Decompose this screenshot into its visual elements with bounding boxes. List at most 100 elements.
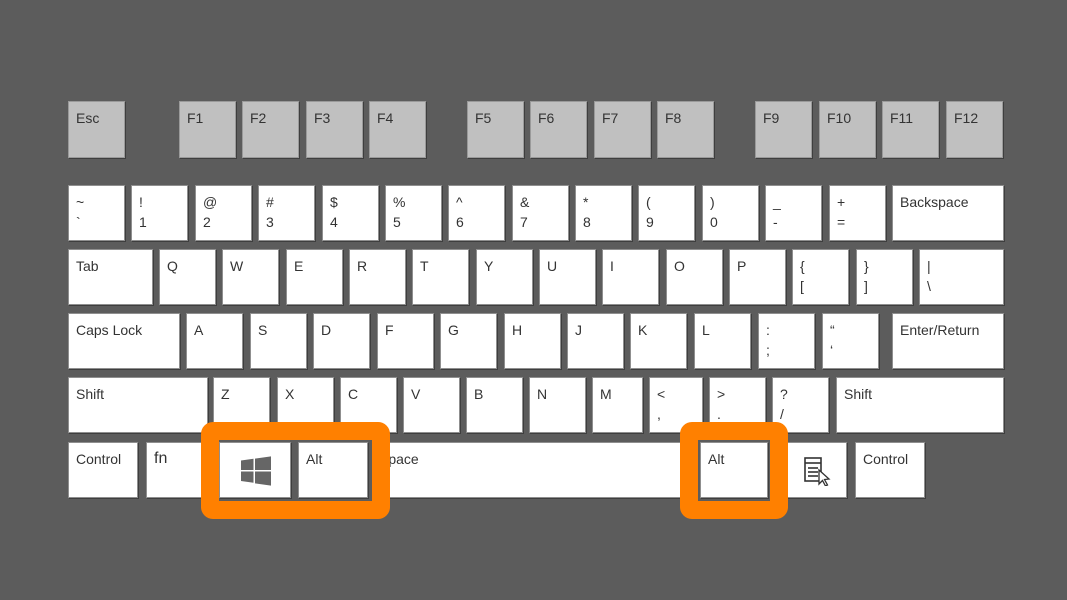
key-4: $4 bbox=[322, 185, 379, 241]
key-f6: F6 bbox=[530, 101, 587, 158]
key-label: Enter/Return bbox=[900, 322, 980, 338]
key-h: H bbox=[504, 313, 561, 369]
key-label: F6 bbox=[538, 110, 555, 126]
key-label: N bbox=[537, 386, 548, 402]
key-label: ! bbox=[139, 194, 143, 210]
key-f4: F4 bbox=[369, 101, 426, 158]
key-label: Shift bbox=[76, 386, 105, 402]
key-control-right: Control bbox=[855, 442, 925, 498]
key-label: M bbox=[600, 386, 612, 402]
key-label: Shift bbox=[844, 386, 873, 402]
key-sublabel: 5 bbox=[393, 214, 401, 230]
key-f8: F8 bbox=[657, 101, 714, 158]
key-shift-right: Shift bbox=[836, 377, 1004, 433]
key-sublabel: 7 bbox=[520, 214, 528, 230]
key-w: W bbox=[222, 249, 279, 305]
key-tilde: ~` bbox=[68, 185, 125, 241]
key-n: N bbox=[529, 377, 586, 433]
key-label: Y bbox=[484, 258, 494, 274]
key-label: F10 bbox=[827, 110, 852, 126]
key-label: S bbox=[258, 322, 268, 338]
key-label: F4 bbox=[377, 110, 394, 126]
key-quote: “‘ bbox=[822, 313, 879, 369]
key-menu bbox=[785, 442, 847, 498]
key-sublabel: 4 bbox=[330, 214, 338, 230]
key-sublabel: 0 bbox=[710, 214, 718, 230]
key-d: D bbox=[313, 313, 370, 369]
highlight-win-alt-left bbox=[201, 422, 390, 519]
key-label: } bbox=[864, 258, 869, 274]
key-label: + bbox=[837, 194, 846, 210]
key-enter: Enter/Return bbox=[892, 313, 1004, 369]
key-lbracket: {[ bbox=[792, 249, 849, 305]
key-sublabel: 1 bbox=[139, 214, 147, 230]
key-label: I bbox=[610, 258, 614, 274]
key-j: J bbox=[567, 313, 624, 369]
key-label: F bbox=[385, 322, 394, 338]
key-label: Z bbox=[221, 386, 230, 402]
highlight-alt-right bbox=[680, 422, 788, 519]
key-sublabel: 6 bbox=[456, 214, 464, 230]
key-label: < bbox=[657, 386, 666, 402]
key-label: E bbox=[294, 258, 304, 274]
key-a: A bbox=[186, 313, 243, 369]
key-1: !1 bbox=[131, 185, 188, 241]
key-sublabel: . bbox=[717, 406, 721, 422]
key-l: L bbox=[694, 313, 751, 369]
key-k: K bbox=[630, 313, 687, 369]
key-f11: F11 bbox=[882, 101, 939, 158]
key-2: @2 bbox=[195, 185, 252, 241]
key-f1: F1 bbox=[179, 101, 236, 158]
key-control-left: Control bbox=[68, 442, 138, 498]
key-t: T bbox=[412, 249, 469, 305]
key-label: K bbox=[638, 322, 648, 338]
key-label: fn bbox=[154, 450, 168, 467]
key-i: I bbox=[602, 249, 659, 305]
key-label: ~ bbox=[76, 194, 85, 210]
key-sublabel: 9 bbox=[646, 214, 654, 230]
key-s: S bbox=[250, 313, 307, 369]
key-tab: Tab bbox=[68, 249, 153, 305]
key-label: $ bbox=[330, 194, 338, 210]
key-0: )0 bbox=[702, 185, 759, 241]
key-label: B bbox=[474, 386, 484, 402]
key-f3: F3 bbox=[306, 101, 363, 158]
key-label: ) bbox=[710, 194, 715, 210]
key-label: “ bbox=[830, 322, 835, 338]
windows-logo-icon bbox=[241, 456, 271, 489]
key-q: Q bbox=[159, 249, 216, 305]
key-label: F3 bbox=[314, 110, 331, 126]
key-label: % bbox=[393, 194, 406, 210]
key-minus: _- bbox=[765, 185, 822, 241]
key-sublabel: 2 bbox=[203, 214, 211, 230]
key-space: Space bbox=[372, 442, 694, 498]
key-label: Esc bbox=[76, 110, 100, 126]
key-y: Y bbox=[476, 249, 533, 305]
key-label: Alt bbox=[708, 451, 725, 467]
key-label: Q bbox=[167, 258, 178, 274]
key-o: O bbox=[666, 249, 723, 305]
key-6: ^6 bbox=[448, 185, 505, 241]
key-sublabel: ] bbox=[864, 278, 868, 294]
key-label: Tab bbox=[76, 258, 99, 274]
key-label: L bbox=[702, 322, 710, 338]
key-sublabel: 8 bbox=[583, 214, 591, 230]
key-label: ? bbox=[780, 386, 788, 402]
key-label: J bbox=[575, 322, 582, 338]
key-label: { bbox=[800, 258, 805, 274]
key-label: Backspace bbox=[900, 194, 969, 210]
key-f5: F5 bbox=[467, 101, 524, 158]
key-label: ( bbox=[646, 194, 651, 210]
key-e: E bbox=[286, 249, 343, 305]
key-b: B bbox=[466, 377, 523, 433]
key-label: | bbox=[927, 258, 931, 274]
key-label: T bbox=[420, 258, 429, 274]
key-label: H bbox=[512, 322, 523, 338]
key-label: W bbox=[230, 258, 244, 274]
key-label: G bbox=[448, 322, 459, 338]
key-label: : bbox=[766, 322, 770, 338]
key-u: U bbox=[539, 249, 596, 305]
key-sublabel: ; bbox=[766, 342, 770, 358]
key-label: U bbox=[547, 258, 558, 274]
